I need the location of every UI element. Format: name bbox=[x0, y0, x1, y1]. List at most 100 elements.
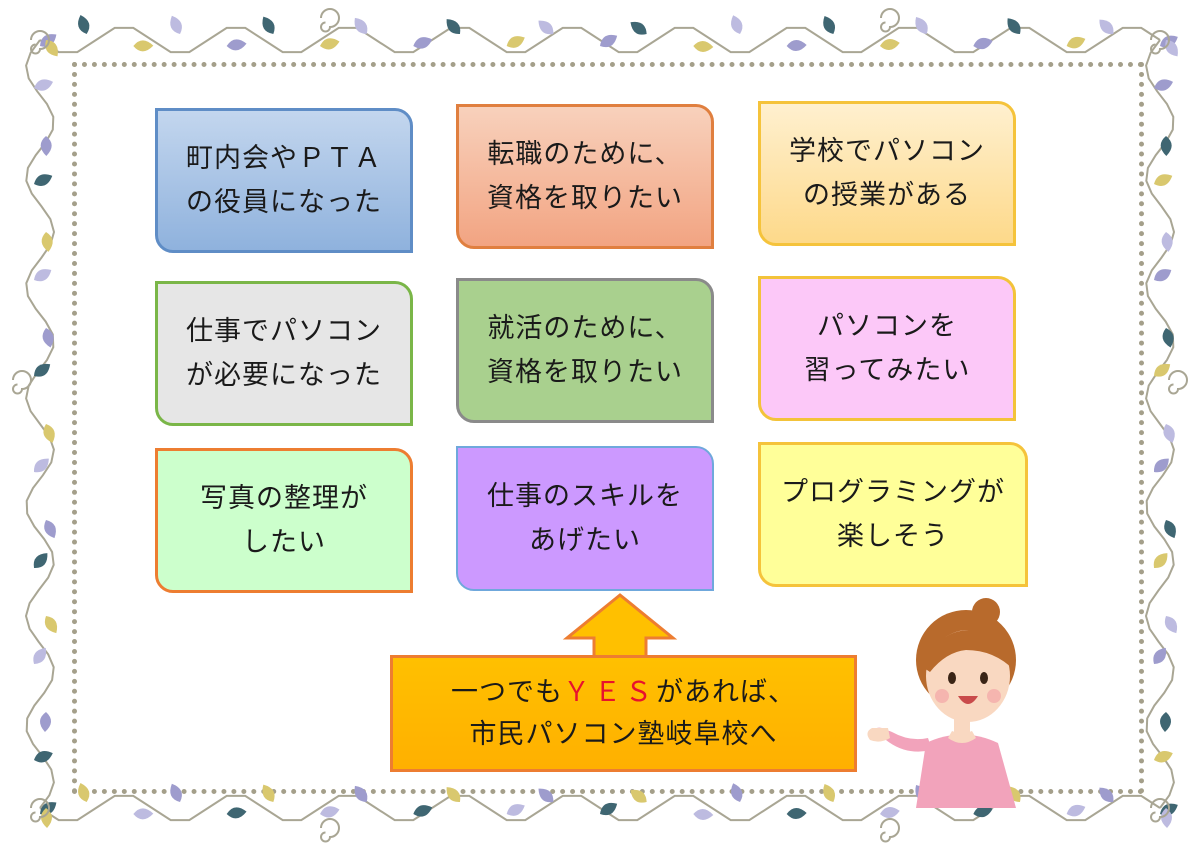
card-text-line: 習ってみたい bbox=[803, 354, 971, 386]
leaf-icon bbox=[731, 15, 743, 34]
card-programming-fun: プログラミングが 楽しそう bbox=[758, 442, 1028, 587]
leaf-icon bbox=[880, 39, 900, 50]
leaf-icon bbox=[446, 787, 461, 803]
leaf-icon bbox=[880, 807, 900, 818]
leaf-icon bbox=[915, 17, 928, 34]
card-text-line: 仕事のスキルを bbox=[487, 481, 683, 513]
leaf-icon bbox=[1154, 79, 1174, 91]
leaf-icon bbox=[40, 712, 51, 732]
leaf-icon bbox=[1154, 751, 1173, 763]
leaf-icon bbox=[413, 37, 433, 49]
vine-curl bbox=[30, 798, 50, 823]
leaf-icon bbox=[1162, 328, 1174, 348]
leaf-icon bbox=[34, 269, 52, 282]
leaf-icon bbox=[42, 328, 54, 348]
card-text-line: 楽しそう bbox=[837, 520, 949, 552]
leaf-icon bbox=[1066, 36, 1086, 49]
card-text-line: パソコンを bbox=[817, 311, 957, 343]
card-pta-officer: 町内会やＰＴＡ の役員になった bbox=[155, 108, 413, 253]
leaf-icon bbox=[1154, 363, 1171, 377]
leaf-icon bbox=[1161, 808, 1172, 828]
leaf-icon bbox=[506, 804, 525, 816]
vine-curl bbox=[880, 818, 900, 843]
leaf-icon bbox=[34, 751, 53, 763]
leaf-icon bbox=[693, 809, 714, 820]
leaf-icon bbox=[354, 17, 368, 34]
leaf-icon bbox=[43, 424, 55, 443]
card-text-line: の役員になった bbox=[186, 186, 382, 218]
woman-presenting-icon bbox=[867, 598, 1016, 808]
leaf-icon bbox=[786, 40, 807, 51]
dotted-frame bbox=[72, 62, 1144, 794]
cta-prefix: 一つでも bbox=[451, 676, 563, 708]
leaf-icon bbox=[446, 19, 461, 35]
leaf-icon bbox=[41, 232, 53, 252]
card-text-line: 資格を取りたい bbox=[487, 182, 683, 214]
cta-line-2: 市民パソコン塾岐阜校へ bbox=[469, 718, 778, 750]
card-text-line: あげたい bbox=[529, 524, 641, 556]
card-text-line: 写真の整理が bbox=[200, 483, 368, 515]
vine-curl bbox=[1150, 30, 1170, 55]
leaf-icon bbox=[973, 37, 993, 50]
card-text-line: 転職のために、 bbox=[487, 139, 683, 171]
leaf-icon bbox=[1099, 787, 1114, 803]
leaf-icon bbox=[600, 802, 618, 816]
leaf-icon bbox=[133, 40, 154, 52]
vine-curl bbox=[30, 30, 50, 55]
leaf-icon bbox=[1154, 269, 1172, 282]
leaf-icon bbox=[170, 15, 182, 34]
vine-curl bbox=[12, 370, 32, 395]
card-organize-photos: 写真の整理が したい bbox=[155, 448, 413, 593]
card-text-line: 町内会やＰＴＡ bbox=[186, 143, 382, 175]
card-text-line: プログラミングが bbox=[781, 477, 1005, 509]
leaf-icon bbox=[538, 20, 554, 35]
cta-line-1: 一つでもＹＥＳがあれば、 bbox=[451, 672, 796, 714]
vine-stem bbox=[1144, 39, 1176, 809]
leaf-icon bbox=[1164, 520, 1176, 539]
leaf-icon bbox=[33, 553, 48, 569]
up-arrow-icon bbox=[562, 593, 678, 660]
leaf-icon bbox=[41, 808, 52, 828]
leaf-icon bbox=[33, 647, 47, 664]
card-improve-work-skills: 仕事のスキルを あげたい bbox=[456, 446, 714, 591]
leaf-icon bbox=[34, 363, 51, 377]
vine-curl bbox=[880, 8, 900, 33]
leaf-icon bbox=[354, 785, 368, 802]
leaf-icon bbox=[320, 806, 340, 818]
leaf-icon bbox=[1153, 647, 1167, 664]
leaf-icon bbox=[170, 783, 182, 802]
leaf-icon bbox=[226, 39, 247, 51]
leaf-icon bbox=[1153, 553, 1168, 569]
leaf-icon bbox=[786, 808, 807, 819]
leaf-icon bbox=[1161, 232, 1173, 252]
leaf-icon bbox=[78, 782, 90, 802]
leaf-icon bbox=[413, 805, 433, 817]
vine-curl bbox=[1168, 370, 1188, 395]
leaf-icon bbox=[1160, 712, 1171, 732]
leaf-icon bbox=[78, 14, 90, 34]
leaf-icon bbox=[33, 458, 49, 473]
leaf-icon bbox=[538, 788, 554, 803]
cta-yes-highlight: ＹＥＳ bbox=[563, 676, 656, 708]
leaf-icon bbox=[600, 34, 618, 48]
leaf-icon bbox=[693, 41, 714, 52]
vine-curl bbox=[320, 8, 340, 33]
leaf-icon bbox=[1066, 804, 1086, 817]
leaf-icon bbox=[1160, 136, 1172, 156]
vine-curl bbox=[1150, 798, 1170, 823]
card-job-hunting: 就活のために、 資格を取りたい bbox=[456, 278, 714, 423]
leaf-icon bbox=[1099, 19, 1114, 35]
leaf-icon bbox=[973, 805, 993, 818]
leaf-icon bbox=[262, 16, 275, 34]
card-text-line: 学校でパソコン bbox=[789, 136, 985, 168]
vine-stem bbox=[24, 39, 56, 809]
card-text-line: の授業がある bbox=[803, 179, 971, 211]
leaf-icon bbox=[823, 16, 836, 34]
leaf-icon bbox=[823, 784, 836, 802]
card-text-line: 就活のために、 bbox=[487, 313, 683, 345]
leaf-icon bbox=[1163, 424, 1175, 443]
leaf-icon bbox=[1007, 18, 1021, 34]
leaf-icon bbox=[34, 174, 53, 186]
